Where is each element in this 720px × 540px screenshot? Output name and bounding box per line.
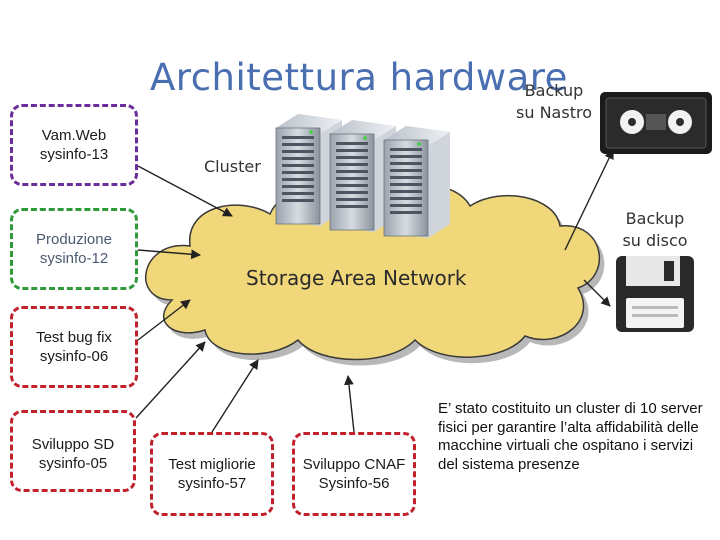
arrow-san-disk [583,279,611,307]
backup-tape-label: Backup su Nastro [508,80,600,124]
node-test-migliorie: Test migliorie sysinfo-57 [150,432,274,516]
node-host: sysinfo-05 [38,455,108,472]
node-host: sysinfo-12 [39,250,109,267]
node-name: Test migliorie [168,456,256,473]
server-icon [383,126,450,238]
backup-disk-label: Backup su disco [610,208,700,252]
backup-tape-line2: su Nastro [516,103,592,122]
node-host: sysinfo-57 [177,475,247,492]
cluster-description: E’ stato costituito un cluster di 10 ser… [438,400,703,473]
node-test-bug-fix: Test bug fix sysinfo-06 [10,306,138,388]
arrow-produzione-san [137,249,201,260]
arrow-san-tape [564,149,614,251]
node-vamweb: Vam.Web sysinfo-13 [10,104,138,186]
arrow-vamweb-cluster [137,165,233,217]
arrow-testmigliorie-san [211,359,259,433]
connection-arrows [135,149,614,433]
node-name: Vam.Web [41,127,107,144]
node-name: Sviluppo SD [31,436,115,453]
node-produzione: Produzione sysinfo-12 [10,208,138,290]
node-sviluppo-cnaf: Sviluppo CNAF Sysinfo-56 [292,432,416,516]
node-name: Test bug fix [36,329,112,346]
backup-disk-line2: su disco [622,231,688,250]
cluster-label: Cluster [204,157,261,176]
node-host: sysinfo-13 [39,146,109,163]
node-host: sysinfo-06 [39,348,109,365]
server-icon [329,120,396,232]
server-icon [275,114,342,226]
san-cloud [145,183,605,366]
backup-disk-line1: Backup [625,209,685,228]
arrow-testbugfix-san [137,299,191,341]
arrow-svilupposd-san [135,341,206,419]
floppy-disk-icon [616,256,694,332]
page-title: Architettura hardware [150,56,568,99]
node-name: Sviluppo CNAF [302,456,406,473]
server-cluster-icon [275,114,450,238]
backup-tape-line1: Backup [524,81,584,100]
tape-cassette-icon [600,92,712,154]
node-name: Produzione [36,231,112,248]
san-label: Storage Area Network [246,266,467,290]
node-sviluppo-sd: Sviluppo SD sysinfo-05 [10,410,136,492]
arrow-svilupponaf-san [344,375,355,433]
node-host: Sysinfo-56 [318,475,390,492]
